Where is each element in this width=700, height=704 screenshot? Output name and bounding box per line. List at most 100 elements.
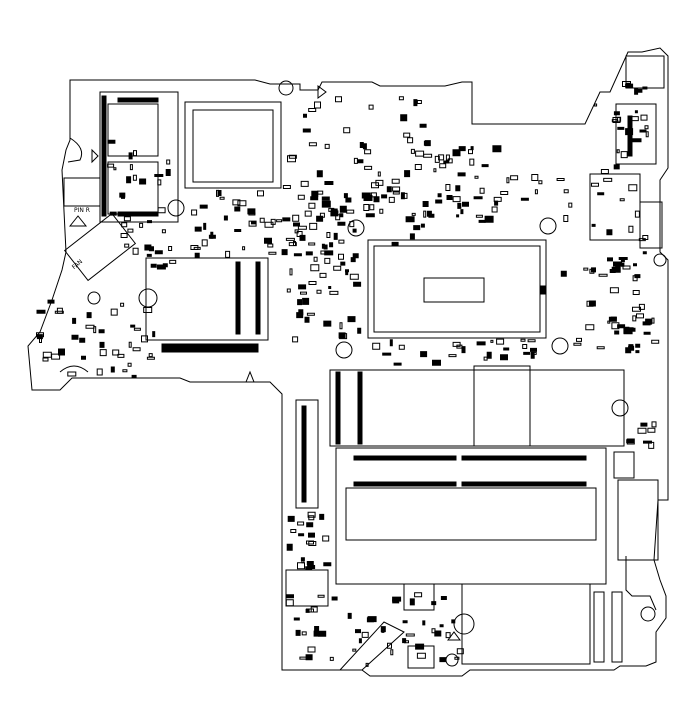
smd-component — [312, 191, 318, 196]
smd-component — [252, 222, 256, 224]
smd-component — [155, 251, 162, 254]
smd-component — [336, 97, 342, 102]
smd-component — [457, 215, 459, 217]
smd-component — [388, 643, 392, 648]
left-cable-loop — [60, 366, 88, 372]
smd-component — [531, 348, 537, 351]
smd-component — [633, 307, 641, 311]
usb-c-port — [640, 202, 662, 248]
smd-component — [441, 597, 446, 600]
smd-component — [301, 292, 307, 294]
smd-component — [456, 186, 460, 191]
smd-component — [623, 82, 631, 87]
smd-component — [306, 655, 312, 660]
smd-component — [170, 260, 176, 263]
smd-component — [435, 631, 441, 636]
smd-component — [301, 181, 308, 186]
smd-component — [614, 165, 619, 169]
cpu-package — [368, 240, 546, 338]
smd-component — [417, 101, 421, 104]
smd-component — [406, 634, 414, 636]
smd-component — [408, 138, 413, 143]
smd-component — [452, 620, 455, 623]
smd-component — [331, 209, 337, 212]
smd-component — [393, 597, 401, 601]
smd-component — [37, 333, 44, 337]
smd-component — [608, 321, 610, 323]
smd-component — [110, 212, 116, 215]
smd-component — [147, 357, 154, 359]
smd-component — [108, 164, 114, 167]
smd-component — [80, 338, 85, 342]
smd-component — [309, 282, 316, 285]
mount-hole-c4 — [552, 338, 568, 354]
smd-component — [72, 335, 78, 339]
smd-component — [485, 216, 493, 222]
smd-component — [629, 185, 637, 191]
smd-component — [300, 235, 305, 240]
smd-component — [258, 191, 264, 196]
smd-component — [322, 244, 324, 248]
vrm-inductor-1 — [108, 104, 158, 156]
smd-component — [617, 150, 619, 153]
smd-component — [646, 132, 648, 137]
ram-module-area — [346, 488, 596, 540]
smd-component — [151, 264, 156, 267]
smd-component — [167, 160, 170, 164]
smd-component — [507, 178, 509, 183]
smd-component — [317, 171, 322, 177]
smd-component — [340, 214, 343, 217]
smd-component — [346, 270, 349, 272]
smd-component — [100, 342, 104, 347]
smd-component — [423, 621, 425, 625]
fan-header — [65, 214, 136, 281]
smd-component — [133, 248, 138, 254]
smd-component — [298, 522, 304, 525]
ssd-slot-outline — [146, 258, 268, 340]
smd-component — [307, 609, 314, 612]
smd-component — [376, 180, 383, 185]
smd-component — [317, 290, 321, 293]
ram-pins-mid-b — [462, 482, 586, 486]
smd-component — [586, 325, 594, 330]
smd-component — [37, 310, 45, 313]
smd-component — [130, 165, 132, 170]
smd-component — [444, 161, 449, 163]
ssd-slot-pins-b — [256, 262, 260, 334]
smd-component — [142, 336, 148, 342]
smd-component — [628, 328, 635, 331]
smd-component — [590, 269, 594, 273]
smd-component — [128, 229, 133, 232]
smd-component — [421, 352, 427, 357]
smd-component — [354, 158, 357, 163]
smd-component — [265, 238, 272, 243]
smd-component — [607, 230, 612, 235]
smd-component — [629, 226, 633, 232]
smd-component — [410, 234, 414, 239]
smd-component — [340, 206, 346, 212]
smd-component — [446, 155, 449, 160]
smd-component — [311, 197, 318, 200]
smd-component — [294, 254, 301, 256]
smd-component — [128, 363, 131, 366]
smd-component — [339, 254, 344, 259]
smd-component — [497, 339, 504, 344]
smd-component — [482, 165, 488, 167]
smd-component — [648, 428, 655, 432]
smd-component — [202, 240, 207, 246]
smd-component — [307, 313, 314, 315]
mount-hole-c3 — [336, 342, 352, 358]
smd-component — [294, 618, 299, 620]
smd-component — [59, 349, 65, 355]
smd-component — [362, 632, 368, 637]
fan-connector-block — [64, 178, 100, 206]
smd-component — [57, 308, 62, 313]
smd-component — [420, 124, 426, 127]
board-outline — [28, 48, 668, 676]
smd-component — [382, 195, 387, 198]
smd-component — [305, 211, 311, 216]
smd-component — [424, 141, 427, 145]
smd-component — [269, 252, 276, 254]
smd-component — [200, 205, 207, 208]
smd-component — [652, 318, 654, 323]
